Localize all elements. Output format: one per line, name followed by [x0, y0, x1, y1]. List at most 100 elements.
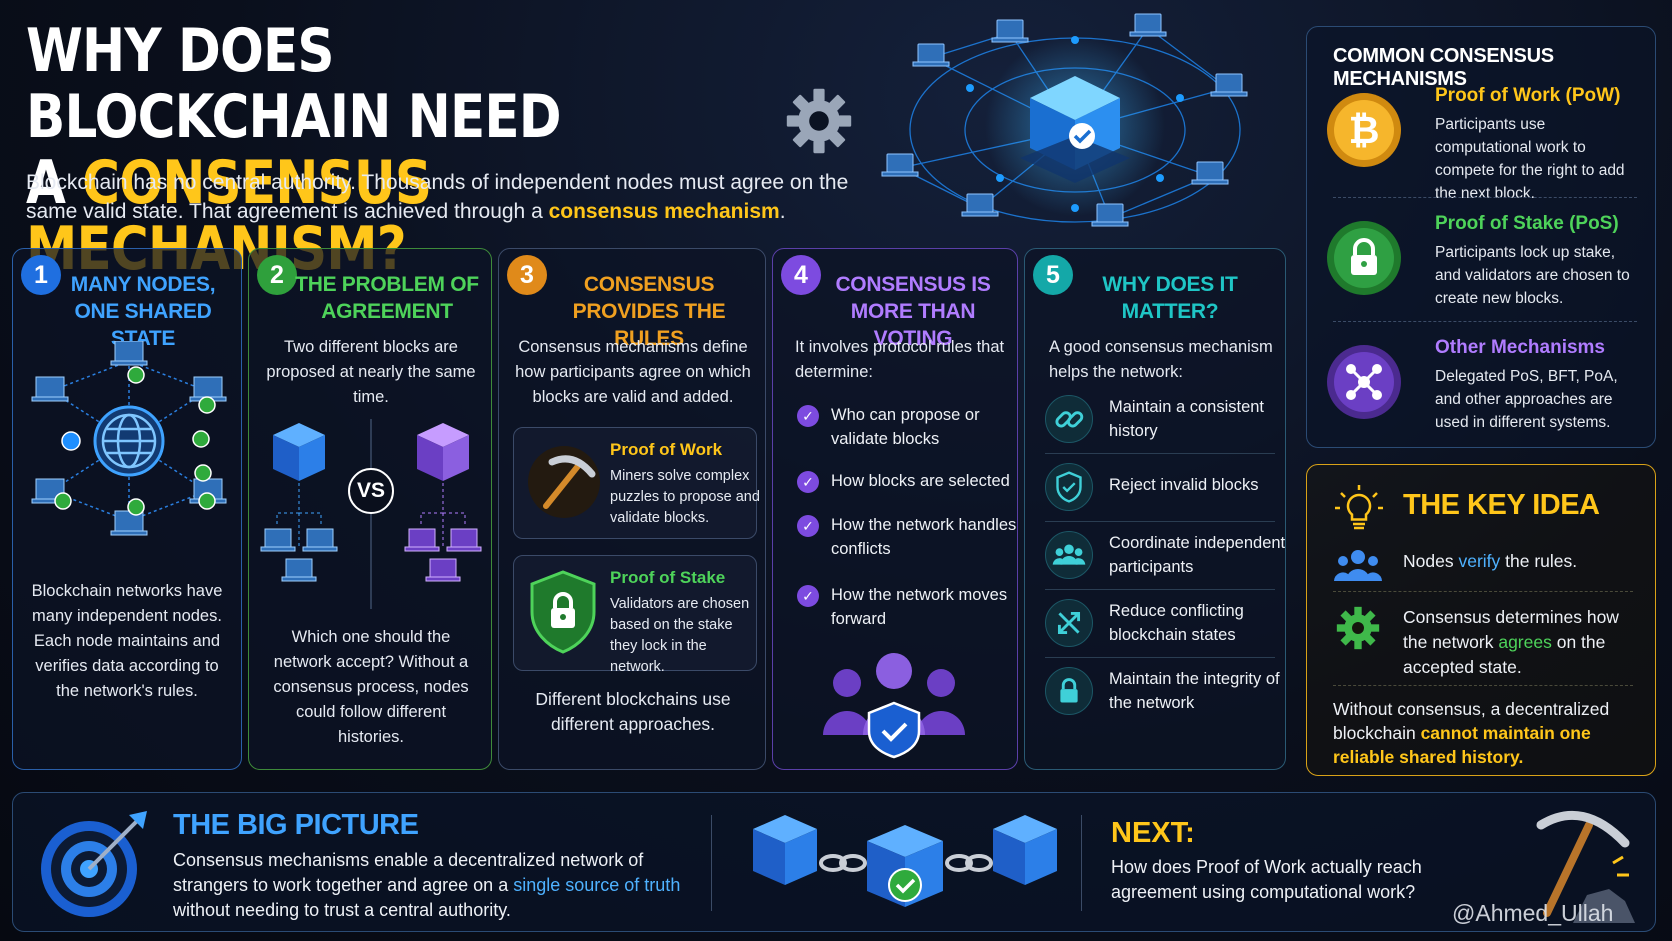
mechanism-pos-desc: Participants lock up stake, and validato… [1435, 244, 1630, 307]
key-idea-footer: Without consensus, a decentralized block… [1333, 697, 1633, 769]
page-title: WHY DOES BLOCKCHAIN NEED A CONSENSUS MEC… [26, 18, 714, 282]
target-icon [41, 811, 147, 917]
key-row1-post: the rules. [1505, 551, 1578, 571]
divider [1045, 589, 1275, 590]
pos-box-title: Proof of Stake [610, 568, 726, 587]
check-icon: ✓ [797, 471, 819, 493]
title-a: A [26, 148, 66, 218]
link-icon [1045, 395, 1093, 443]
mechanisms-title: COMMON CONSENSUS MECHANISMS [1333, 45, 1554, 90]
divider [1045, 453, 1275, 454]
benefit-item: Reject invalid blocks [1041, 457, 1281, 517]
check-icon: ✓ [797, 515, 819, 537]
card-intro: A good consensus mechanism helps the net… [1049, 338, 1273, 381]
bp-text-post: without needing to trust a central autho… [173, 900, 511, 920]
check-label: How blocks are selected [831, 472, 1010, 490]
mechanism-other-title: Other Mechanisms [1435, 337, 1605, 358]
benefit-item: Reduce conflicting blockchain states [1041, 593, 1281, 653]
card-problem-agreement: 2 THE PROBLEM OF AGREEMENT Two different… [248, 248, 492, 770]
key-foot-pre: Without consensus, a decentralized block… [1333, 699, 1610, 743]
lightbulb-icon [1335, 485, 1383, 530]
key-row1-hl: verify [1458, 551, 1501, 571]
card-number-badge: 2 [257, 255, 297, 295]
title-line-1: WHY DOES BLOCKCHAIN NEED [26, 16, 562, 152]
card-number-badge: 4 [781, 255, 821, 295]
big-picture-title: THE BIG PICTURE [173, 809, 419, 841]
card-number-badge: 1 [21, 255, 61, 295]
competing-blocks-icon [260, 419, 482, 609]
shuffle-icon [1045, 599, 1093, 647]
group-shield-icon [823, 653, 965, 759]
lock-icon [1045, 667, 1093, 715]
chained-blocks-icon [753, 815, 1057, 907]
card-title: CONSENSUS PROVIDES THE RULES [572, 273, 726, 350]
card-consensus-rules: 3 CONSENSUS PROVIDES THE RULES Consensus… [498, 248, 766, 770]
key-row2-post: on the accepted state. [1403, 632, 1606, 677]
mechanism-pos-title: Proof of Stake (PoS) [1435, 213, 1619, 234]
proof-of-work-box: Proof of Work Miners solve complex puzzl… [513, 427, 760, 539]
mechanism-pow-title: Proof of Work (PoW) [1435, 85, 1621, 106]
pow-box-title: Proof of Work [610, 440, 723, 459]
key-idea-title: THE KEY IDEA [1403, 489, 1600, 521]
divider [1081, 815, 1082, 911]
check-icon: ✓ [797, 585, 819, 607]
common-mechanisms-panel: COMMON CONSENSUS MECHANISMS ₿ Proof of W… [1306, 26, 1656, 448]
pos-box-desc: Validators are chosen based on the stake… [610, 596, 750, 675]
key-idea-panel: THE KEY IDEA Nodes verify the rules. Con… [1306, 464, 1656, 776]
shield-lock-icon [530, 570, 596, 654]
benefit-label: Coordinate independent participants [1109, 534, 1286, 576]
users-icon [1334, 550, 1382, 581]
vs-label: VS [356, 479, 385, 502]
divider [1333, 321, 1637, 322]
key-row2-pre: Consensus determines how the network [1403, 607, 1619, 652]
bp-text-hl: single source of truth [513, 875, 681, 895]
divider [1333, 197, 1637, 198]
card-why-matter: 5 WHY DOES IT MATTER? A good consensus m… [1024, 248, 1286, 770]
proof-of-stake-box: Proof of Stake Validators are chosen bas… [513, 555, 757, 675]
key-row2-hl: agrees [1498, 632, 1552, 652]
card-body: Blockchain networks have many independen… [31, 582, 223, 700]
intro-highlight: consensus mechanism [548, 200, 780, 223]
mechanism-pow-desc: Participants use computational work to c… [1435, 116, 1625, 202]
big-picture-text: Consensus mechanisms enable a decentrali… [173, 848, 693, 923]
card-footer: Different blockchains use different appr… [535, 689, 731, 734]
card-more-than-voting: 4 CONSENSUS IS MORE THAN VOTING It invol… [772, 248, 1018, 770]
benefit-label: Reduce conflicting blockchain states [1109, 602, 1244, 644]
users-icon [1045, 531, 1093, 579]
benefit-label: Reject invalid blocks [1109, 476, 1259, 494]
card-intro: It involves protocol rules that determin… [795, 338, 1005, 381]
next-title: NEXT: [1111, 817, 1195, 849]
node-network-icon [31, 341, 227, 536]
check-label: How the network moves forward [831, 586, 1008, 628]
benefit-item: Maintain a consistent history [1041, 389, 1281, 449]
svg-text:₿: ₿ [1349, 108, 1380, 152]
lock-icon [1327, 221, 1401, 295]
card-intro: Consensus mechanisms define how particip… [515, 338, 751, 406]
big-picture-bar: THE BIG PICTURE Consensus mechanisms ena… [12, 792, 1656, 932]
card-number-badge: 5 [1033, 255, 1073, 295]
shield-check-icon [1045, 463, 1093, 511]
card-many-nodes: 1 MANY NODES, ONE SHARED STATE Blockchai… [12, 248, 242, 770]
card-title: THE PROBLEM OF AGREEMENT [295, 273, 479, 323]
benefit-item: Maintain the integrity of the network [1041, 661, 1281, 721]
watermark: @Ahmed_Ullah [1452, 900, 1614, 926]
key-row-agrees: Consensus determines how the network agr… [1403, 605, 1643, 680]
intro-pre: Blockchain has no central authority. Tho… [26, 171, 849, 223]
check-label: How the network handles conflicts [831, 516, 1017, 558]
card-number-badge: 3 [507, 255, 547, 295]
divider [1045, 657, 1275, 658]
pickaxe-icon [1536, 810, 1635, 923]
card-intro: Two different blocks are proposed at nea… [266, 338, 476, 406]
key-foot-hl: cannot maintain one reliable shared hist… [1333, 723, 1591, 767]
check-label: Who can propose or validate blocks [831, 406, 980, 448]
divider [1333, 685, 1633, 686]
mechanism-other-desc: Delegated PoS, BFT, PoA, and other appro… [1435, 368, 1618, 431]
divider [711, 815, 712, 911]
key-row1-pre: Nodes [1403, 551, 1454, 571]
network-illustration [881, 13, 1248, 227]
card-title: CONSENSUS IS MORE THAN VOTING [835, 273, 991, 350]
benefit-label: Maintain a consistent history [1109, 398, 1265, 440]
benefit-item: Coordinate independent participants [1041, 525, 1285, 585]
intro-text: Blockchain has no central authority. Tho… [26, 168, 866, 226]
gear-icon [786, 88, 852, 154]
